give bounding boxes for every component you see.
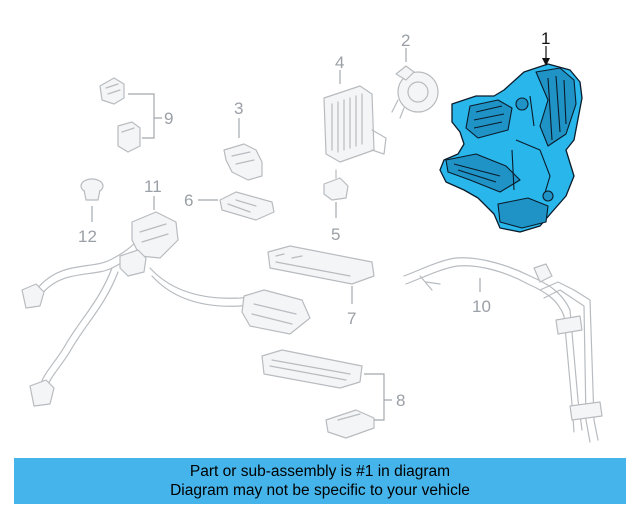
banner-line-disclaimer: Diagram may not be specific to your vehi… xyxy=(170,482,470,499)
callout-12: 12 xyxy=(78,227,97,246)
callout-5: 5 xyxy=(331,225,340,244)
banner-line-part-number: Part or sub-assembly is #1 in diagram xyxy=(189,463,451,480)
part-12-grommet xyxy=(80,178,104,201)
callout-8: 8 xyxy=(396,391,405,410)
callout-1: 1 xyxy=(541,29,550,48)
info-banner: Part or sub-assembly is #1 in diagram Di… xyxy=(14,458,626,504)
part-1-hvac-case xyxy=(439,63,583,233)
part-10-refrigerant-lines xyxy=(403,257,603,443)
part-9-leader xyxy=(128,93,162,139)
part-9-clips xyxy=(99,77,141,153)
callout-9: 9 xyxy=(164,109,173,128)
part-8-filter xyxy=(261,349,375,439)
part-6-bracket xyxy=(219,191,275,221)
part-4-heater-core xyxy=(323,85,387,163)
callout-4: 4 xyxy=(335,53,344,72)
part-11-wiring-harness xyxy=(21,211,311,407)
part-3-sensor xyxy=(223,143,263,181)
callout-2: 2 xyxy=(401,31,410,50)
parts-diagram: 1 2 3 4 5 6 7 8 9 10 11 12 xyxy=(21,29,603,443)
part-2-blower-motor xyxy=(391,65,439,119)
callout-11: 11 xyxy=(144,177,162,196)
callout-10: 10 xyxy=(472,297,491,316)
part-5-actuator xyxy=(323,169,349,201)
callout-7: 7 xyxy=(347,309,356,328)
part-7-filter-housing xyxy=(267,245,375,285)
callout-6: 6 xyxy=(184,191,193,210)
part-1-arrowhead xyxy=(542,58,550,66)
callout-3: 3 xyxy=(234,99,243,118)
part-8-leader xyxy=(364,373,392,421)
